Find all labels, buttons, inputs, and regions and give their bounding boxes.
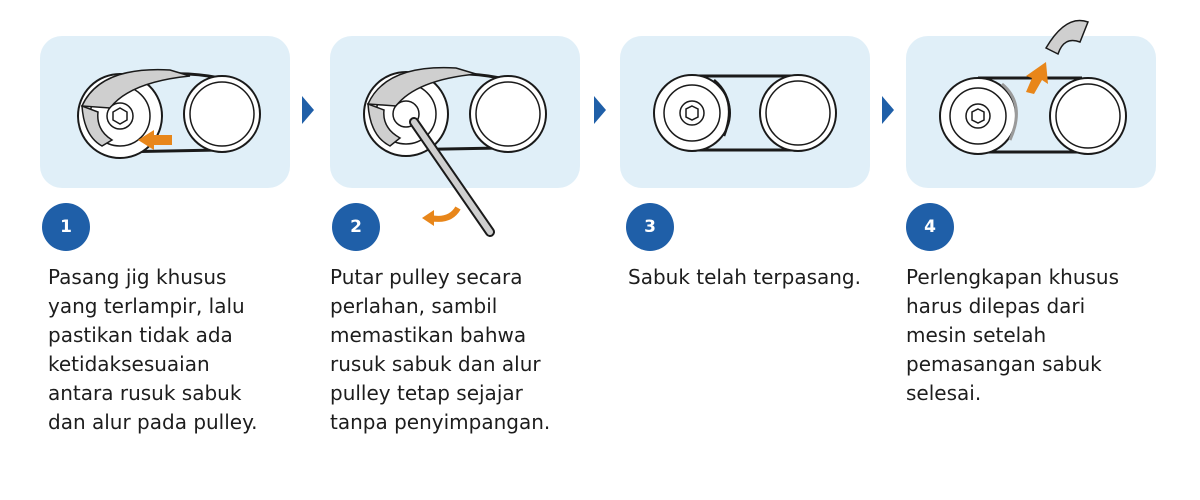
step-3-description: Sabuk telah terpasang. xyxy=(628,265,861,289)
step-3-illustration xyxy=(653,74,837,152)
step-3-number-badge: 3 xyxy=(626,203,674,251)
next-step-arrow-2-icon xyxy=(594,96,606,124)
step-1-description: Pasang jig khusus yang terlampir, lalu p… xyxy=(48,265,258,434)
next-step-arrow-1-icon xyxy=(302,96,314,124)
step-3-illustration-panel xyxy=(620,36,870,188)
step-2-description: Putar pulley secara perlahan, sambil mem… xyxy=(330,265,551,434)
step-1-illustration xyxy=(77,68,261,159)
next-step-arrow-3-icon xyxy=(882,96,894,124)
step-1-number-badge: 1 xyxy=(42,203,90,251)
step-4-illustration xyxy=(939,19,1127,155)
step-4-illustration-panel xyxy=(906,19,1156,188)
step-1-illustration-panel xyxy=(40,36,290,188)
step-4-number-badge: 4 xyxy=(906,203,954,251)
step-2-number-badge: 2 xyxy=(332,203,380,251)
step-2-illustration-panel xyxy=(330,36,580,237)
step-4-description: Perlengkapan khusus harus dilepas dari m… xyxy=(906,265,1120,405)
step-2-illustration xyxy=(363,66,547,237)
